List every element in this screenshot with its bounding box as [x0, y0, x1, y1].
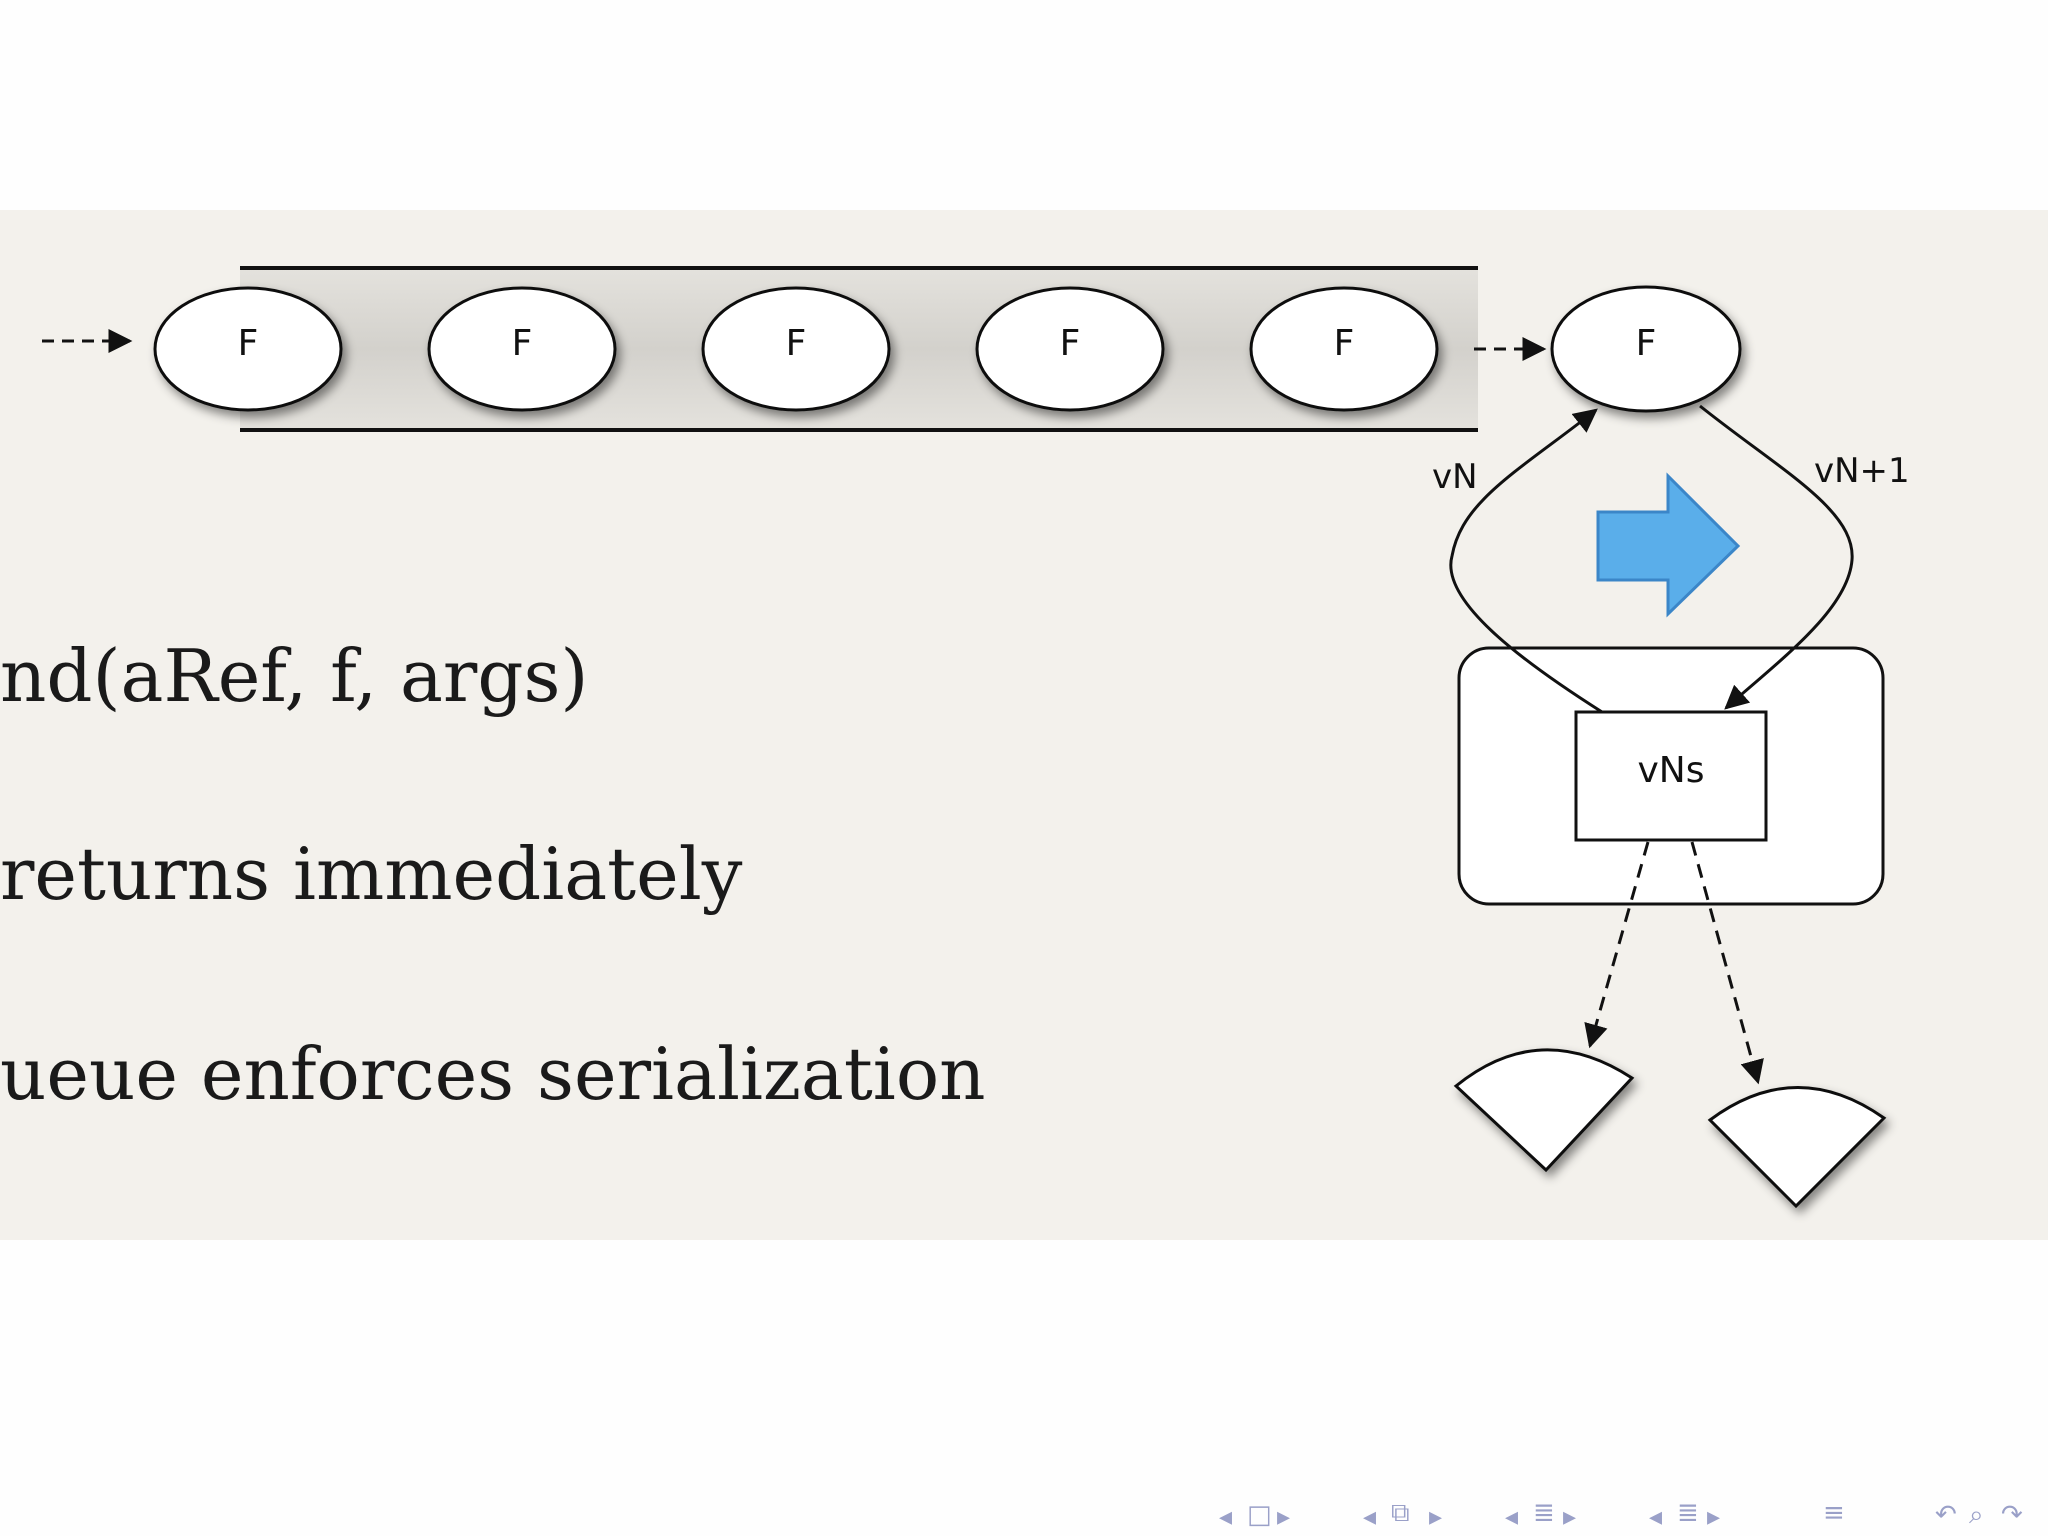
slide-next-icon[interactable]: ▸: [1707, 1502, 1721, 1532]
bullet-queue-serialization: ueue enforces serialization: [0, 1032, 986, 1116]
svg-text:F: F: [1334, 323, 1355, 364]
section-next-icon[interactable]: ▸: [1563, 1502, 1577, 1532]
edge-out-label: vN+1: [1814, 451, 1910, 491]
notify-arrow: [1690, 841, 1764, 1085]
old-value-edge: [1449, 408, 1603, 714]
queue-node: F: [975, 286, 1165, 412]
frame-next-icon[interactable]: ▸: [1277, 1502, 1291, 1532]
update-arrow-icon: [1596, 472, 1741, 618]
queue-node: F: [701, 286, 891, 412]
subsection-next-icon[interactable]: ▸: [1429, 1502, 1443, 1532]
svg-text:F: F: [1060, 323, 1081, 364]
bullet-returns-immediately: returns immediately: [0, 832, 743, 916]
queue-node: F: [1249, 286, 1439, 412]
back-icon[interactable]: ↶: [1935, 1500, 1957, 1530]
watcher-shape: [1453, 1048, 1635, 1173]
subsection-prev-icon[interactable]: ◂: [1363, 1502, 1377, 1532]
value-store: vNs: [1574, 710, 1768, 842]
edge-in-label: vN: [1432, 457, 1478, 497]
notify-arrow: [1584, 841, 1650, 1049]
svg-text:vNs: vNs: [1638, 750, 1705, 791]
frame-prev-icon[interactable]: ◂: [1219, 1502, 1233, 1532]
svg-text:F: F: [512, 323, 533, 364]
search-icon[interactable]: ⌕: [1969, 1500, 1984, 1530]
beamer-navigation: ◂ □ ▸ ◂ ⧉ ▸ ◂ ≣ ▸ ◂ ≣ ▸ ≡ ↶ ⌕ ↷: [1215, 1496, 2045, 1536]
frame-icon[interactable]: □: [1247, 1500, 1272, 1530]
queue-node: F: [153, 286, 343, 412]
forward-icon[interactable]: ↷: [2001, 1500, 2023, 1530]
queue-node: F: [427, 286, 617, 412]
slide-icon[interactable]: ≣: [1677, 1498, 1699, 1528]
toc-icon[interactable]: ≡: [1823, 1498, 1845, 1528]
slide-prev-icon[interactable]: ◂: [1649, 1502, 1663, 1532]
watcher-shape: [1707, 1086, 1887, 1209]
active-action-node: F: [1550, 285, 1742, 413]
new-value-edge: [1699, 404, 1854, 710]
svg-text:F: F: [238, 323, 259, 364]
bullet-send-call: nd(aRef, f, args): [0, 634, 589, 718]
section-icon[interactable]: ≣: [1533, 1498, 1555, 1528]
svg-text:F: F: [1636, 323, 1657, 364]
svg-text:F: F: [786, 323, 807, 364]
subsection-icon[interactable]: ⧉: [1391, 1498, 1410, 1528]
section-prev-icon[interactable]: ◂: [1505, 1502, 1519, 1532]
